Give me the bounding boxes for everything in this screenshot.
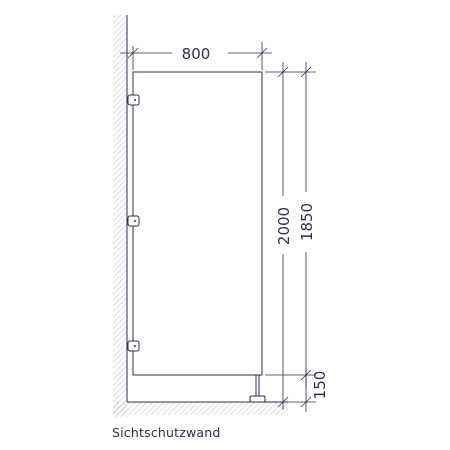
wall-bracket-middle (127, 215, 140, 227)
wall-hatching (113, 15, 127, 417)
wall-bracket-bottom (127, 340, 140, 352)
drawing-caption: Sichtschutzwand (112, 425, 221, 440)
panel-height-label: 1850 (298, 203, 316, 241)
floor-clearance-dimension: 150 (300, 368, 329, 412)
floor-clearance-label: 150 (311, 371, 329, 400)
privacy-panel (132, 71, 263, 376)
total-height-label: 2000 (275, 207, 293, 245)
total-height-dimension: 2000 (275, 62, 293, 410)
width-dimension: 800 (120, 42, 272, 70)
width-dimension-label: 800 (182, 45, 211, 63)
support-foot (249, 375, 266, 403)
floor-hatching (113, 402, 288, 415)
wall (113, 15, 128, 417)
wall-bracket-top (127, 94, 140, 106)
floor (113, 401, 288, 415)
panel-height-dimension: 1850 (298, 62, 316, 388)
